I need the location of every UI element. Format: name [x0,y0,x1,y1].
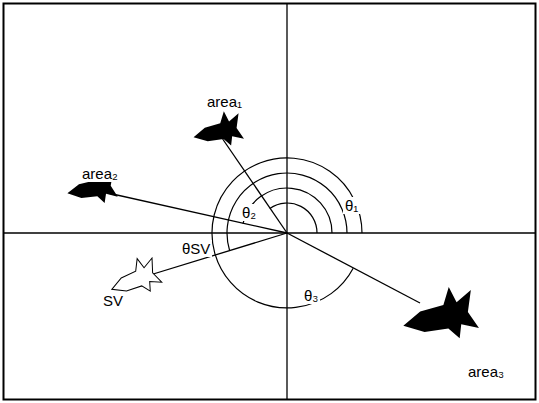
angle-label: θSV [180,240,212,257]
direction-line [108,193,287,233]
angle-arc [227,173,347,250]
frame [4,4,536,400]
angle-label: θ₃ [302,287,320,304]
area-label: area₃ [466,363,506,380]
fish-icon [397,283,480,350]
angle-label: θ₂ [240,204,258,221]
direction-line [222,138,287,233]
horizontal-axis [4,232,535,233]
area-label: area₁ [205,93,244,110]
vehicle-label: SV [101,292,125,309]
fish-icon [190,108,245,152]
direction-line [150,233,287,275]
angle-label: θ₁ [343,197,360,214]
vertical-axis [286,4,287,399]
area-label: area₂ [80,165,120,182]
direction-line [287,233,420,303]
